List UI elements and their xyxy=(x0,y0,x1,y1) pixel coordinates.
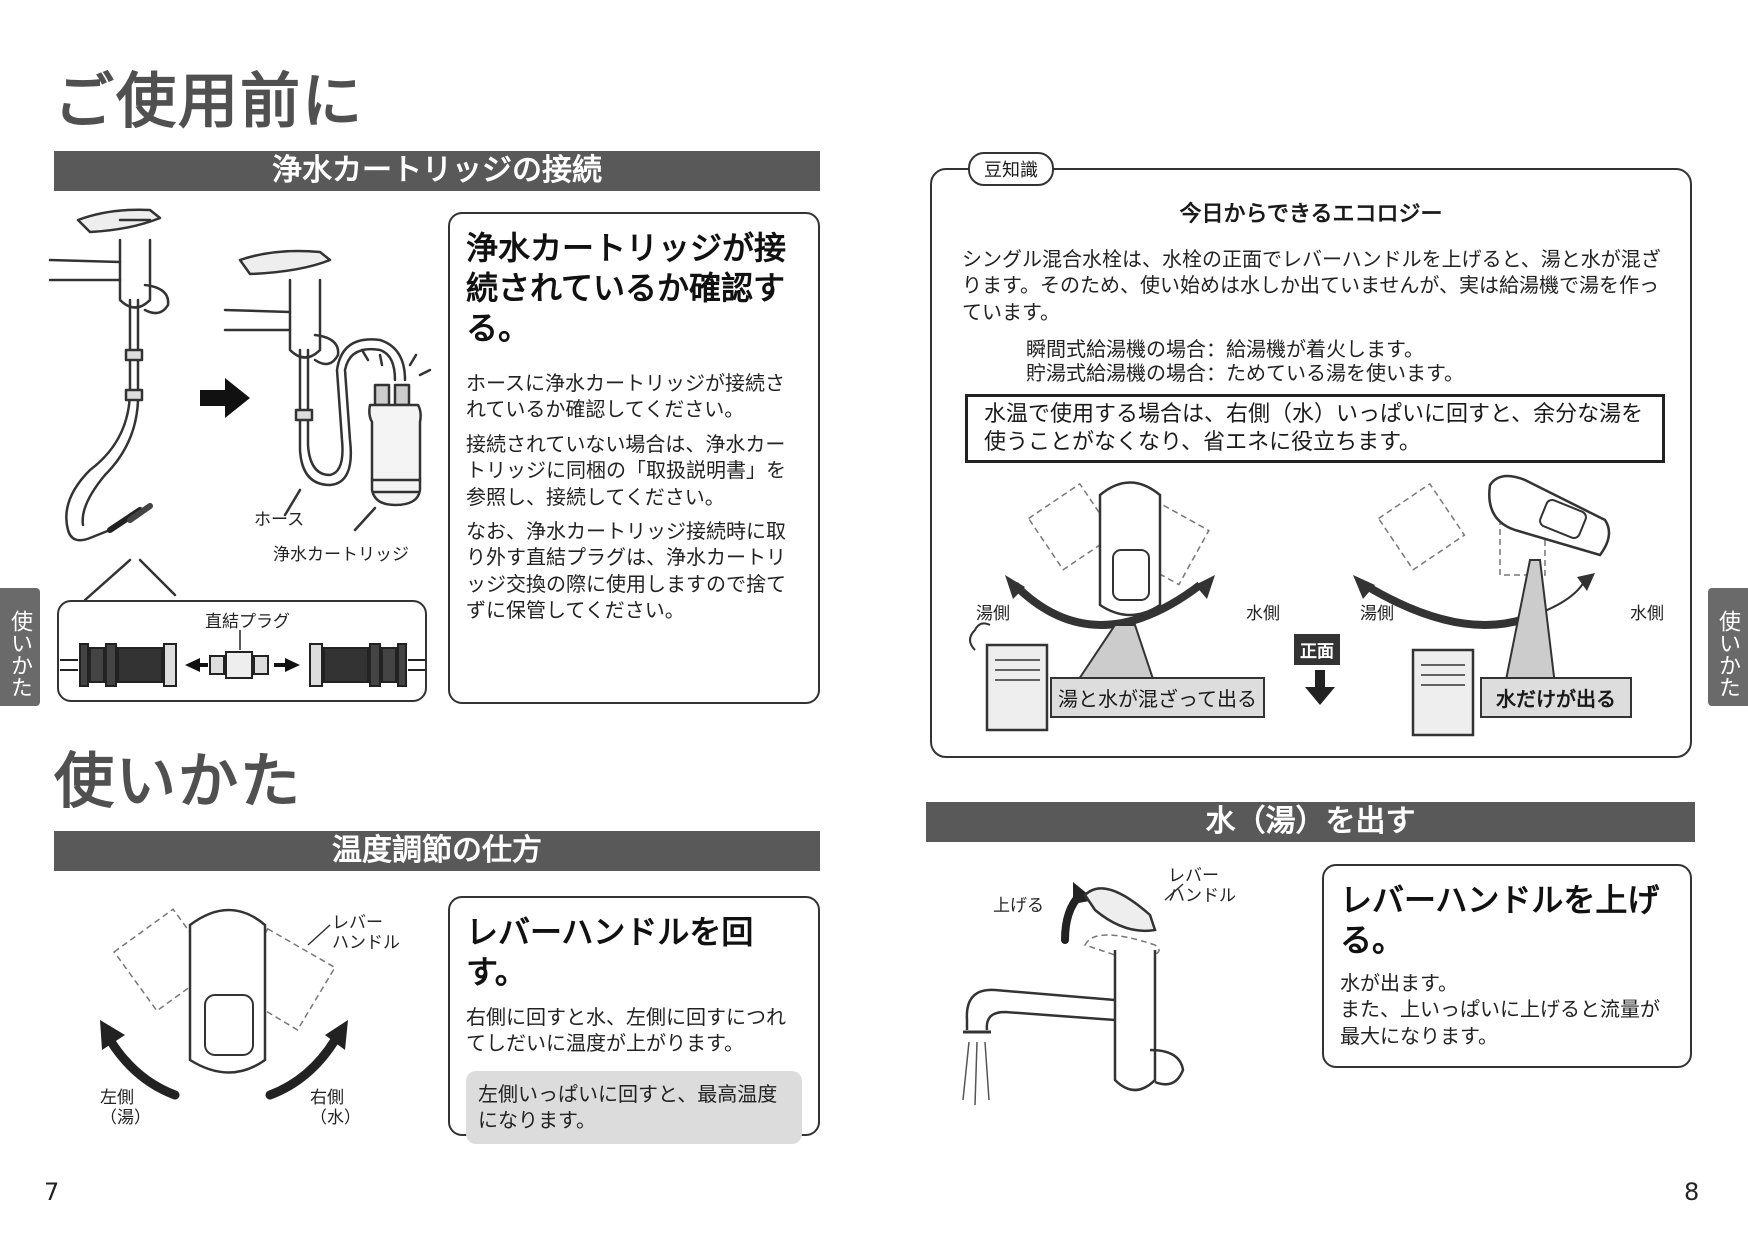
temperature-lever-illustration xyxy=(100,908,348,1100)
label-cold-side-left: 水側 xyxy=(1246,604,1280,624)
tip-line-storage: 貯湯式給湯機の場合：ためている湯を使います。 xyxy=(1026,361,1464,385)
label-hose: ホース xyxy=(254,510,305,530)
temperature-p1: 右側に回すと水、左側に回すにつれてしだいに温度が上がります。 xyxy=(466,1005,786,1056)
cartridge-p2: 接続されていない場合は、浄水カートリッジに同梱の「取扱説明書」を参照し、接続して… xyxy=(466,431,786,509)
side-tab-left: 使いかた xyxy=(0,588,40,706)
front-badge: 正面 xyxy=(1294,634,1340,665)
cartridge-p1: ホースに浄水カートリッジが接続されているか確認してください。 xyxy=(466,371,785,422)
label-right-cold: 右側 （水） xyxy=(310,1088,361,1129)
page-title-before-use: ご使用前に xyxy=(54,67,364,137)
label-lever-handle-left: レバー ハンドル xyxy=(332,913,400,954)
tip-highlight: 水温で使用する場合は、右側（水）いっぱいに回すと、余分な湯を使うことがなくなり、… xyxy=(965,394,1665,463)
tip-line-instant: 瞬間式給湯機の場合：給湯機が着火します。 xyxy=(1026,337,1424,361)
label-cold-side-right: 水側 xyxy=(1630,604,1664,624)
section-bar-cartridge: 浄水カートリッジの接続 xyxy=(54,151,820,191)
raise-lever-instructions-box: レバーハンドルを上げる。 水が出ます。 また、上いっぱいに上げると流量が最大にな… xyxy=(1322,864,1692,1068)
tip-title: 今日からできるエコロジー xyxy=(1179,202,1443,227)
eco-comparison-illustration xyxy=(969,474,1611,737)
cartridge-p3: なお、浄水カートリッジ接続時に取り外す直結プラグは、浄水カートリッジ交換の際に使… xyxy=(466,518,786,623)
page-title-usage: 使いかた xyxy=(54,747,302,817)
raise-lever-p1: 水が出ます。 xyxy=(1340,971,1458,995)
label-raise: 上げる xyxy=(993,896,1044,916)
temperature-instruction-title: レバーハンドルを回す。 xyxy=(466,913,754,991)
side-tab-right: 使いかた xyxy=(1708,588,1748,706)
label-hot-side-left: 湯側 xyxy=(976,604,1010,624)
temperature-note: 左側いっぱいに回すと、最高温度になります。 xyxy=(466,1070,802,1144)
label-left-hot: 左側 （湯） xyxy=(100,1088,151,1129)
raise-lever-illustration xyxy=(962,882,1185,1106)
label-direct-plug: 直結プラグ xyxy=(205,612,290,632)
raise-lever-p2: また、上いっぱいに上げると流量が最大になります。 xyxy=(1340,997,1660,1048)
page-number-right: 8 xyxy=(1684,1178,1700,1206)
water-only-label: 水だけが出る xyxy=(1480,677,1632,718)
cartridge-connection-illustration xyxy=(48,208,432,602)
label-hot-side-right: 湯側 xyxy=(1360,604,1394,624)
temperature-instructions-box: レバーハンドルを回す。 右側に回すと水、左側に回すにつれてしだいに温度が上がりま… xyxy=(448,896,820,1144)
tip-paragraph: シングル混合水栓は、水栓の正面でレバーハンドルを上げると、湯と水が混ざります。そ… xyxy=(962,247,1661,324)
section-bar-water-out: 水（湯）を出す xyxy=(926,802,1695,842)
page-number-left: 7 xyxy=(44,1178,60,1206)
section-bar-temperature: 温度調節の仕方 xyxy=(54,831,820,871)
label-cartridge: 浄水カートリッジ xyxy=(273,545,409,565)
tip-badge: 豆知識 xyxy=(968,152,1054,186)
mixed-water-label: 湯と水が混ざって出る xyxy=(1050,677,1265,718)
label-lever-handle-right: レバー ハンドル xyxy=(1168,866,1236,907)
plug-detail-illustration xyxy=(60,630,425,687)
raise-lever-title: レバーハンドルを上げる。 xyxy=(1340,881,1660,959)
cartridge-instruction-title: 浄水カートリッジが接続されているか確認する。 xyxy=(466,229,787,347)
cartridge-instructions-box: 浄水カートリッジが接続されているか確認する。 ホースに浄水カートリッジが接続され… xyxy=(448,212,820,704)
